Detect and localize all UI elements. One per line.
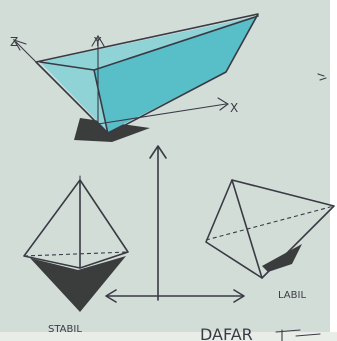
bottom-heading-text: DAFAR — [200, 325, 253, 341]
labile-label: LABIL — [278, 290, 306, 301]
z-axis-label: Z — [10, 35, 18, 49]
x-axis-label: X — [230, 101, 238, 115]
stable-label: STABIL — [48, 324, 82, 335]
y-axis-label: Y — [93, 35, 102, 49]
paper-edge — [330, 0, 337, 341]
